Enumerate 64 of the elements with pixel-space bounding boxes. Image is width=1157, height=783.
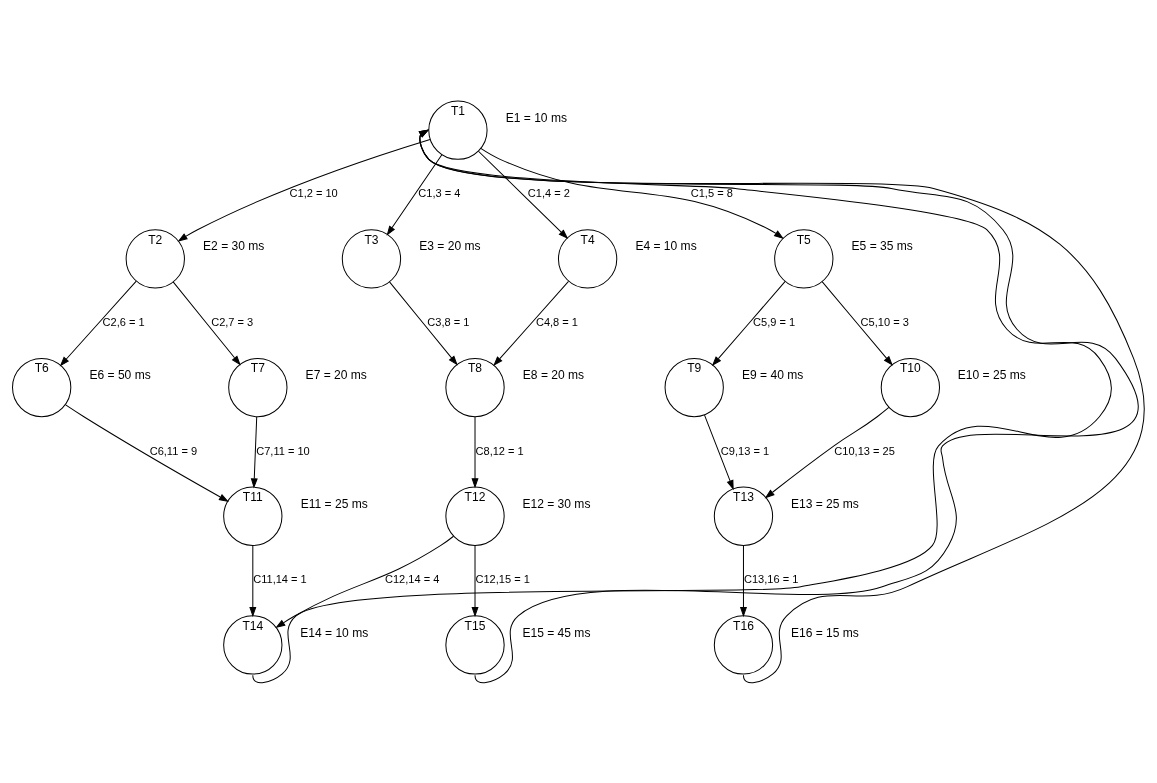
node-circle: T12 (445, 486, 505, 546)
node-label: E1 = 10 ms (505, 110, 567, 125)
edge-label: C1,4 = 2 (527, 186, 570, 199)
node-circle: T7 (228, 357, 288, 417)
edge-label: C7,11 = 10 (256, 444, 310, 457)
node-label: E11 = 25 ms (300, 496, 368, 511)
node-label: E4 = 10 ms (635, 238, 697, 253)
node-label: E10 = 25 ms (957, 367, 1026, 382)
arrow (65, 403, 229, 502)
node-label: E15 = 45 ms (522, 625, 591, 640)
edge-label: C3,8 = 1 (427, 315, 470, 328)
arrow (471, 416, 479, 488)
node-circle: T2 (125, 228, 185, 289)
node-label: E2 = 30 ms (203, 238, 265, 253)
arrow (177, 138, 431, 242)
arrow (493, 280, 570, 366)
arrow (739, 544, 747, 617)
edge-label: C1,2 = 10 (289, 186, 338, 199)
edge-label: C2,7 = 3 (211, 315, 254, 328)
arrow (704, 414, 734, 490)
arrow (59, 280, 137, 366)
node-label: E6 = 50 ms (89, 367, 151, 382)
edge-label: C5,9 = 1 (753, 315, 796, 328)
arrow (386, 153, 443, 236)
edge-label: C9,13 = 1 (720, 444, 770, 457)
edge-label: C4,8 = 1 (535, 315, 578, 328)
arrow (471, 544, 479, 617)
edge-label: C12,14 = 4 (385, 572, 440, 585)
arrow (249, 544, 257, 617)
edge-label: C1,5 = 8 (690, 186, 733, 199)
edge-label: C5,10 = 3 (860, 315, 909, 328)
arrow (172, 280, 241, 365)
node-label: E12 = 30 ms (522, 496, 591, 511)
node-label: E8 = 20 ms (522, 367, 585, 382)
edge-label: C1,3 = 4 (418, 186, 461, 199)
arrow (250, 416, 258, 488)
arrow (764, 406, 890, 498)
node-label: E14 = 10 ms (300, 625, 369, 640)
edge-label: C8,12 = 1 (475, 444, 524, 457)
node-circle: T14 (223, 614, 283, 675)
edge-label: C10,13 = 25 (834, 444, 895, 457)
edge-label: C11,14 = 1 (253, 572, 307, 585)
node-circle: T3 (341, 228, 402, 289)
edge-label: C2,6 = 1 (102, 315, 145, 328)
node-label: E9 = 40 ms (741, 367, 804, 382)
edge-label: C13,16 = 1 (743, 572, 799, 585)
node-circle: T1 (428, 100, 488, 160)
arrow (389, 280, 458, 365)
edge-label: C12,15 = 1 (475, 572, 530, 585)
arrow (711, 280, 786, 366)
arrow (275, 535, 455, 628)
edge-label: C6,11 = 9 (149, 444, 198, 457)
node-label: E7 = 20 ms (305, 367, 367, 382)
arrow (252, 128, 1112, 683)
node-circle: T11 (223, 486, 283, 546)
node-label: E16 = 15 ms (790, 625, 859, 640)
node-circle: T15 (445, 614, 505, 675)
node-label: E5 = 35 ms (851, 238, 913, 253)
node-label: E3 = 20 ms (419, 238, 481, 253)
node-circle: T16 (713, 614, 774, 675)
arrow (477, 150, 569, 239)
node-label: E13 = 25 ms (790, 496, 859, 511)
arrow (480, 147, 784, 239)
arrow (821, 280, 893, 366)
